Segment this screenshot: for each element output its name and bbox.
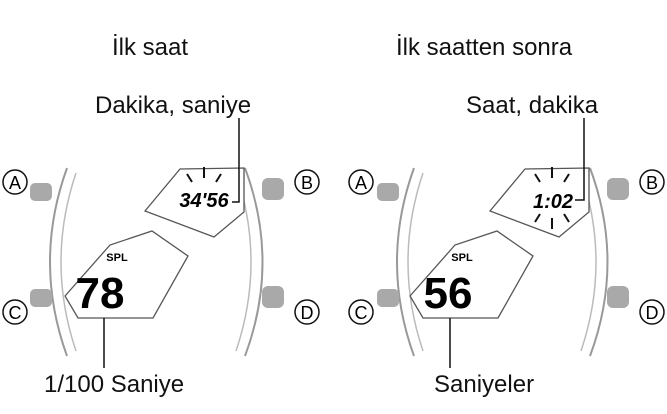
upper-display-window [488, 167, 590, 238]
button-a-letter: A [9, 173, 21, 193]
heading-after-first-hour: İlk saatten sonra [396, 34, 573, 61]
button-d-marker [294, 299, 320, 325]
lower-display-window [409, 230, 534, 319]
upper-display-digits: 1:02 [533, 191, 573, 213]
heading-first-hour: İlk saat [112, 34, 189, 61]
button-b-marker [639, 169, 665, 195]
button-a-marker [2, 169, 28, 195]
button-d-marker [639, 299, 665, 325]
bezel-right-outer [244, 167, 264, 357]
lower-display-digits: 56 [424, 269, 473, 318]
bezel-right-outer [589, 167, 609, 357]
lower-display-label: SPL [106, 252, 128, 264]
lower-display-label: SPL [451, 252, 473, 264]
bezel-left-inner [407, 172, 424, 352]
bezel-left-inner [60, 172, 77, 352]
watch-right: A C B D 1:02 SPL 56 [348, 118, 665, 368]
pusher-d [607, 286, 629, 308]
pusher-a [30, 183, 52, 201]
lower-display-window [64, 230, 189, 319]
button-b-letter: B [301, 173, 313, 193]
bezel-left-outer [49, 167, 68, 357]
lower-display-digits: 78 [76, 269, 125, 318]
callout-seconds: Saniyeler [434, 371, 535, 398]
upper-display-window [143, 167, 245, 238]
button-c-letter: C [355, 303, 368, 323]
callout-hour-minute: Saat, dakika [466, 92, 599, 119]
callout-minute-second: Dakika, saniye [95, 92, 252, 119]
upper-display-digits: 34'56 [179, 190, 229, 212]
leader-hour-minute [575, 118, 585, 201]
callout-hundredth-second: 1/100 Saniye [44, 371, 185, 398]
button-d-letter: D [646, 303, 659, 323]
pusher-b [607, 178, 629, 200]
blink-marks-upper-left [186, 167, 222, 183]
watch-left: A C B D 34'56 SPL 78 [2, 118, 320, 368]
button-b-letter: B [646, 173, 658, 193]
pusher-d [262, 286, 284, 308]
button-c-letter: C [9, 303, 22, 323]
button-b-marker [294, 169, 320, 195]
button-a-letter: A [355, 173, 367, 193]
blink-marks-upper-right [534, 167, 570, 229]
button-d-letter: D [301, 303, 314, 323]
bezel-left-outer [396, 167, 415, 357]
button-c-marker [348, 299, 374, 325]
pusher-c [377, 289, 399, 307]
leader-minute-second [232, 118, 240, 203]
pusher-a [377, 183, 399, 201]
button-a-marker [348, 169, 374, 195]
pusher-c [30, 289, 52, 307]
pusher-b [262, 178, 284, 200]
button-c-marker [2, 299, 28, 325]
